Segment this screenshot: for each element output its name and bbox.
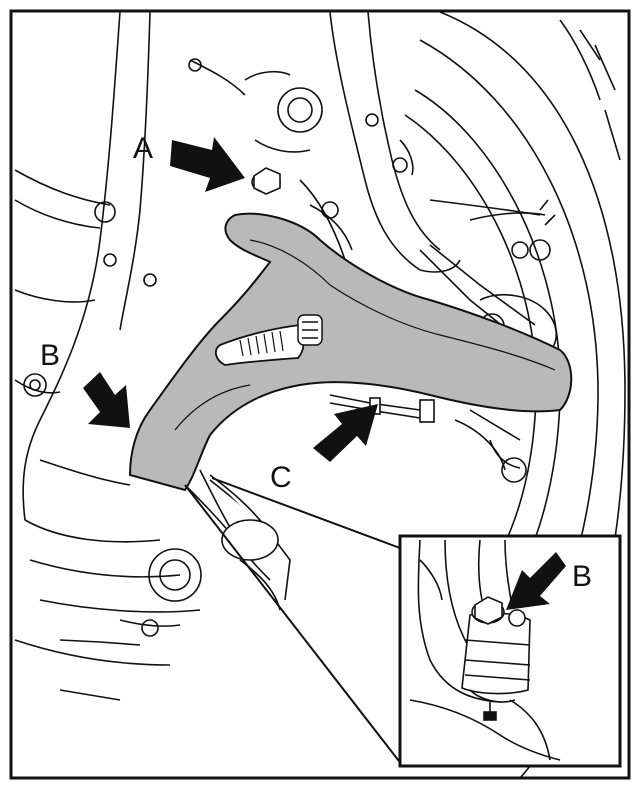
lower-control-arm bbox=[128, 212, 573, 492]
inset-lineart bbox=[409, 539, 561, 761]
inset-leader-bottom bbox=[184, 484, 403, 766]
arrow-a-icon bbox=[170, 137, 245, 192]
inset-detail: B bbox=[184, 477, 622, 768]
callout-b: B bbox=[40, 339, 60, 372]
control-arm-rib bbox=[249, 239, 556, 371]
inset-leader-top bbox=[211, 477, 401, 549]
callout-a: A bbox=[133, 132, 153, 165]
diagram-border bbox=[9, 9, 631, 780]
control-arm-rib-lower bbox=[174, 384, 251, 431]
arrow-c-icon bbox=[313, 404, 378, 462]
inset-bolt bbox=[471, 596, 526, 627]
callout-c: C bbox=[270, 461, 292, 494]
control-arm-teeth bbox=[239, 330, 284, 357]
control-arm-slot bbox=[214, 324, 305, 366]
arrow-b-icon bbox=[83, 372, 130, 428]
callout-inset-b: B bbox=[572, 560, 592, 593]
rear-bushing bbox=[184, 474, 279, 581]
strut-lineart bbox=[244, 11, 536, 341]
hose-clip bbox=[297, 314, 323, 346]
arrow-inset-b-icon bbox=[506, 552, 566, 610]
bolt-a bbox=[251, 167, 281, 195]
